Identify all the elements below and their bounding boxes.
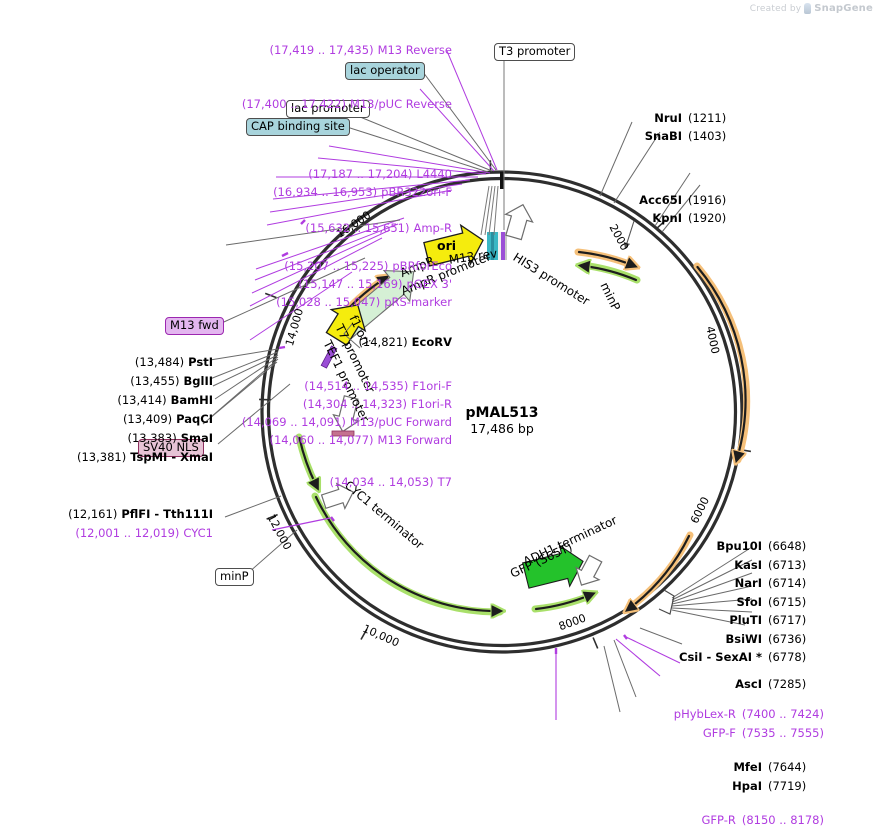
badge-m13-fwd[interactable]: M13 fwd [165,317,224,335]
label-top-left-12: (14,060 .. 14,077) M13 Forward [269,434,452,448]
plasmid-map: Created by SnapGene [0,0,881,744]
label-right-bottom-9: GFP-F (7535 .. 7555) [703,727,824,741]
label-top-left-11: (14,069 .. 14,091) M13/pUC Forward [242,416,452,430]
label-top-left-6: (15,147 .. 15,169) pGEX 3' [298,278,452,292]
label-top-left-2: (17,187 .. 17,204) L4440 [308,168,452,182]
label-right-bottom-12: GFP-R (8150 .. 8178) [702,814,825,828]
label-right-bottom-7: AscI (7285) [735,678,824,692]
label-left-2: (13,414) BamHI [117,394,213,408]
label-right-top-0: NruI (1211) [654,112,744,126]
label-right-bottom-5: BsiWI (6736) [725,633,824,647]
label-right-bottom-2: NarI (6714) [735,577,824,591]
label-right-bottom-6: CsiI - SexAI * (6778) [679,651,824,665]
label-top-left-4: (15,632 .. 15,651) Amp-R [305,222,452,236]
label-top-left-7: (15,028 .. 15,047) pRS-marker [276,296,452,310]
label-right-bottom-11: HpaI (7719) [732,780,824,794]
label-left-6: (12,161) PflFI - Tth111I [68,508,213,522]
label-left-0: (13,484) PstI [135,356,213,370]
label-right-top-2: Acc65I (1916) [639,194,744,208]
label-left-4: (13,383) SmaI [127,432,213,446]
label-top-left-0: (17,419 .. 17,435) M13 Reverse [269,44,452,58]
label-left-5: (13,381) TspMI - XmaI [77,451,213,465]
page-title: pMAL513 [442,405,562,421]
label-top-left-9: (14,514 .. 14,535) F1ori-F [304,380,452,394]
label-right-bottom-4: PluTI (6717) [729,614,824,628]
label-right-bottom-0: Bpu10I (6648) [717,540,824,554]
badge-lac-operator[interactable]: lac operator [345,62,425,80]
label-top-left-13: (14,034 .. 14,053) T7 [330,476,452,490]
label-top-left-1: (17,400 .. 17,422) M13/pUC Reverse [242,98,452,112]
leader-lines-right-bottom [604,547,752,712]
label-right-bottom-10: MfeI (7644) [733,761,824,775]
plasmid-size: 17,486 bp [442,421,562,436]
label-top-left-3: (16,934 .. 16,953) pBR322ori-F [273,186,452,200]
badge-minp[interactable]: minP [215,568,254,586]
label-left-1: (13,455) BglII [130,375,213,389]
leader-lines-right-bottom-primer [556,636,680,720]
label-top-left-8: (14,821) EcoRV [358,336,452,350]
badge-t3-promoter[interactable]: T3 promoter [494,43,575,61]
label-right-top-3: KpnI (1920) [652,212,744,226]
feature-label-ori: ori [437,238,456,253]
label-top-left-5: (15,207 .. 15,225) pBRforEco [284,260,452,274]
badge-cap-binding-site[interactable]: CAP binding site [246,118,350,136]
label-left-7: (12,001 .. 12,019) CYC1 [75,527,213,541]
label-left-3: (13,409) PaqCI [123,413,213,427]
label-right-top-1: SnaBI (1403) [645,130,744,144]
feature-his3-promoter-arrow [500,201,536,241]
feature-t3-position-marker [500,172,503,189]
label-right-bottom-8: pHybLex-R (7400 .. 7424) [674,708,824,722]
label-right-bottom-1: KasI (6713) [734,559,824,573]
label-top-left-10: (14,304 .. 14,323) F1ori-R [303,398,452,412]
label-right-bottom-3: SfoI (6715) [737,596,824,610]
